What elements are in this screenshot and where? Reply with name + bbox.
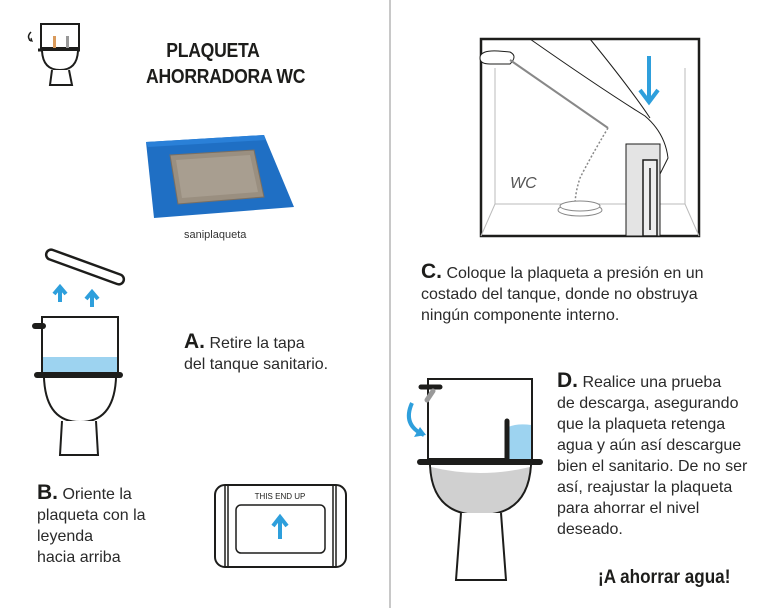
step-b-line-1: Oriente la <box>62 486 132 503</box>
product-photo <box>146 135 294 218</box>
step-c-line-2: costado del tanque, donde no obstruya <box>421 286 698 303</box>
step-b-text: B. Oriente la plaqueta con la leyenda ha… <box>37 482 177 568</box>
step-c-text: C. Coloque la plaqueta a presión en un c… <box>421 261 771 326</box>
step-a-letter: A. <box>184 330 205 353</box>
step-c-letter: C. <box>421 260 442 283</box>
step-d-line-5: bien el sanitario. De no ser <box>557 458 748 475</box>
step-d-illustration <box>407 378 543 581</box>
step-d-line-8: deseado. <box>557 521 623 538</box>
step-c-line-3: ningún componente interno. <box>421 307 620 324</box>
product-caption: saniplaqueta <box>184 229 247 241</box>
title-line-1: PLAQUETA <box>166 40 260 62</box>
step-d-line-7: para ahorrar el nivel <box>557 500 700 517</box>
column-divider <box>389 0 391 608</box>
step-d-line-6: así, reajustar la plaqueta <box>557 479 733 496</box>
step-d-line-2: de descarga, asegurando <box>557 395 739 412</box>
step-a-line-1: Retire la tapa <box>209 335 305 352</box>
step-b-line-4: hacia arriba <box>37 549 121 566</box>
step-a-line-2: del tanque sanitario. <box>184 356 329 373</box>
toilet-logo-icon <box>27 23 80 86</box>
step-b-line-2: plaqueta con la <box>37 507 146 524</box>
call-to-action: ¡A ahorrar agua! <box>598 567 731 588</box>
step-c-line-1: Coloque la plaqueta a presión en un <box>446 265 704 282</box>
step-d-line-1: Realice una prueba <box>582 374 722 391</box>
step-d-line-3: que la plaqueta retenga <box>557 416 726 433</box>
tank-label: WC <box>510 175 537 192</box>
title-line-2: AHORRADORA WC <box>146 66 306 88</box>
step-d-letter: D. <box>557 369 578 392</box>
step-b-letter: B. <box>37 481 58 504</box>
step-a-illustration <box>32 248 126 456</box>
step-c-illustration: WC <box>479 37 701 238</box>
plate-label: THIS END UP <box>255 492 306 501</box>
step-b-line-3: leyenda <box>37 528 94 545</box>
step-d-line-4: agua y aún así descargue <box>557 437 742 454</box>
step-b-plate-illustration: THIS END UP <box>214 484 347 568</box>
step-d-text: D. Realice una prueba de descarga, asegu… <box>557 370 777 540</box>
page-title: PLAQUETA AHORRADORA WC <box>146 38 305 90</box>
step-a-text: A. Retire la tapa del tanque sanitario. <box>184 331 328 375</box>
